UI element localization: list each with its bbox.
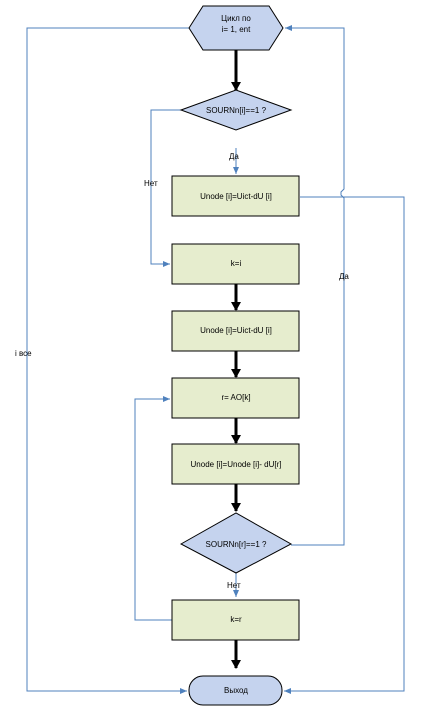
decision-2-yes-label: Да (339, 272, 349, 281)
edge-decision1-no (150, 109, 181, 267)
process-6-box (171, 599, 300, 641)
process-2-box (171, 243, 300, 285)
process-6-label: k=r (230, 615, 242, 624)
decision-2-label: SOURNn[r]==1 ? (206, 540, 267, 549)
process-4-label: r= AO[k] (221, 393, 250, 402)
edge-loop-all-to-end (26, 27, 189, 694)
process-5-label: Unode [i]=Unode [i]- dU[r] (191, 460, 282, 469)
edge-process1-to-end (284, 196, 405, 694)
end-terminator (188, 675, 283, 706)
decision-2-diamond (179, 512, 293, 574)
decision-2-no-label: Нет (227, 581, 241, 590)
process-3-box (171, 310, 300, 352)
process-5-box (171, 443, 300, 485)
loop-start-label-line2: i= 1, ent (222, 25, 251, 34)
loop-start-label: Цикл по i= 1, ent (221, 14, 251, 34)
edge-kr-loop-back (134, 396, 172, 621)
decision-1-diamond (179, 89, 293, 131)
process-3-label: Unode [i]=Uict-dU [i] (200, 326, 272, 335)
process-2-label: k=i (231, 259, 242, 268)
process-1-label: Unode [i]=Uict-dU [i] (200, 192, 272, 201)
loop-start-hexagon (188, 5, 284, 51)
loop-start-label-line1: Цикл по (221, 14, 251, 23)
decision-1-label: SOURNn[i]==1 ? (206, 106, 267, 115)
loop-all-label: i все (15, 349, 32, 358)
process-4-box (171, 377, 300, 419)
edge-decision2-yes (285, 25, 345, 546)
decision-1-yes-label: Да (229, 152, 239, 161)
end-label: Выход (224, 686, 248, 695)
decision-1-no-label: Нет (144, 179, 158, 188)
process-1-box (171, 175, 300, 217)
